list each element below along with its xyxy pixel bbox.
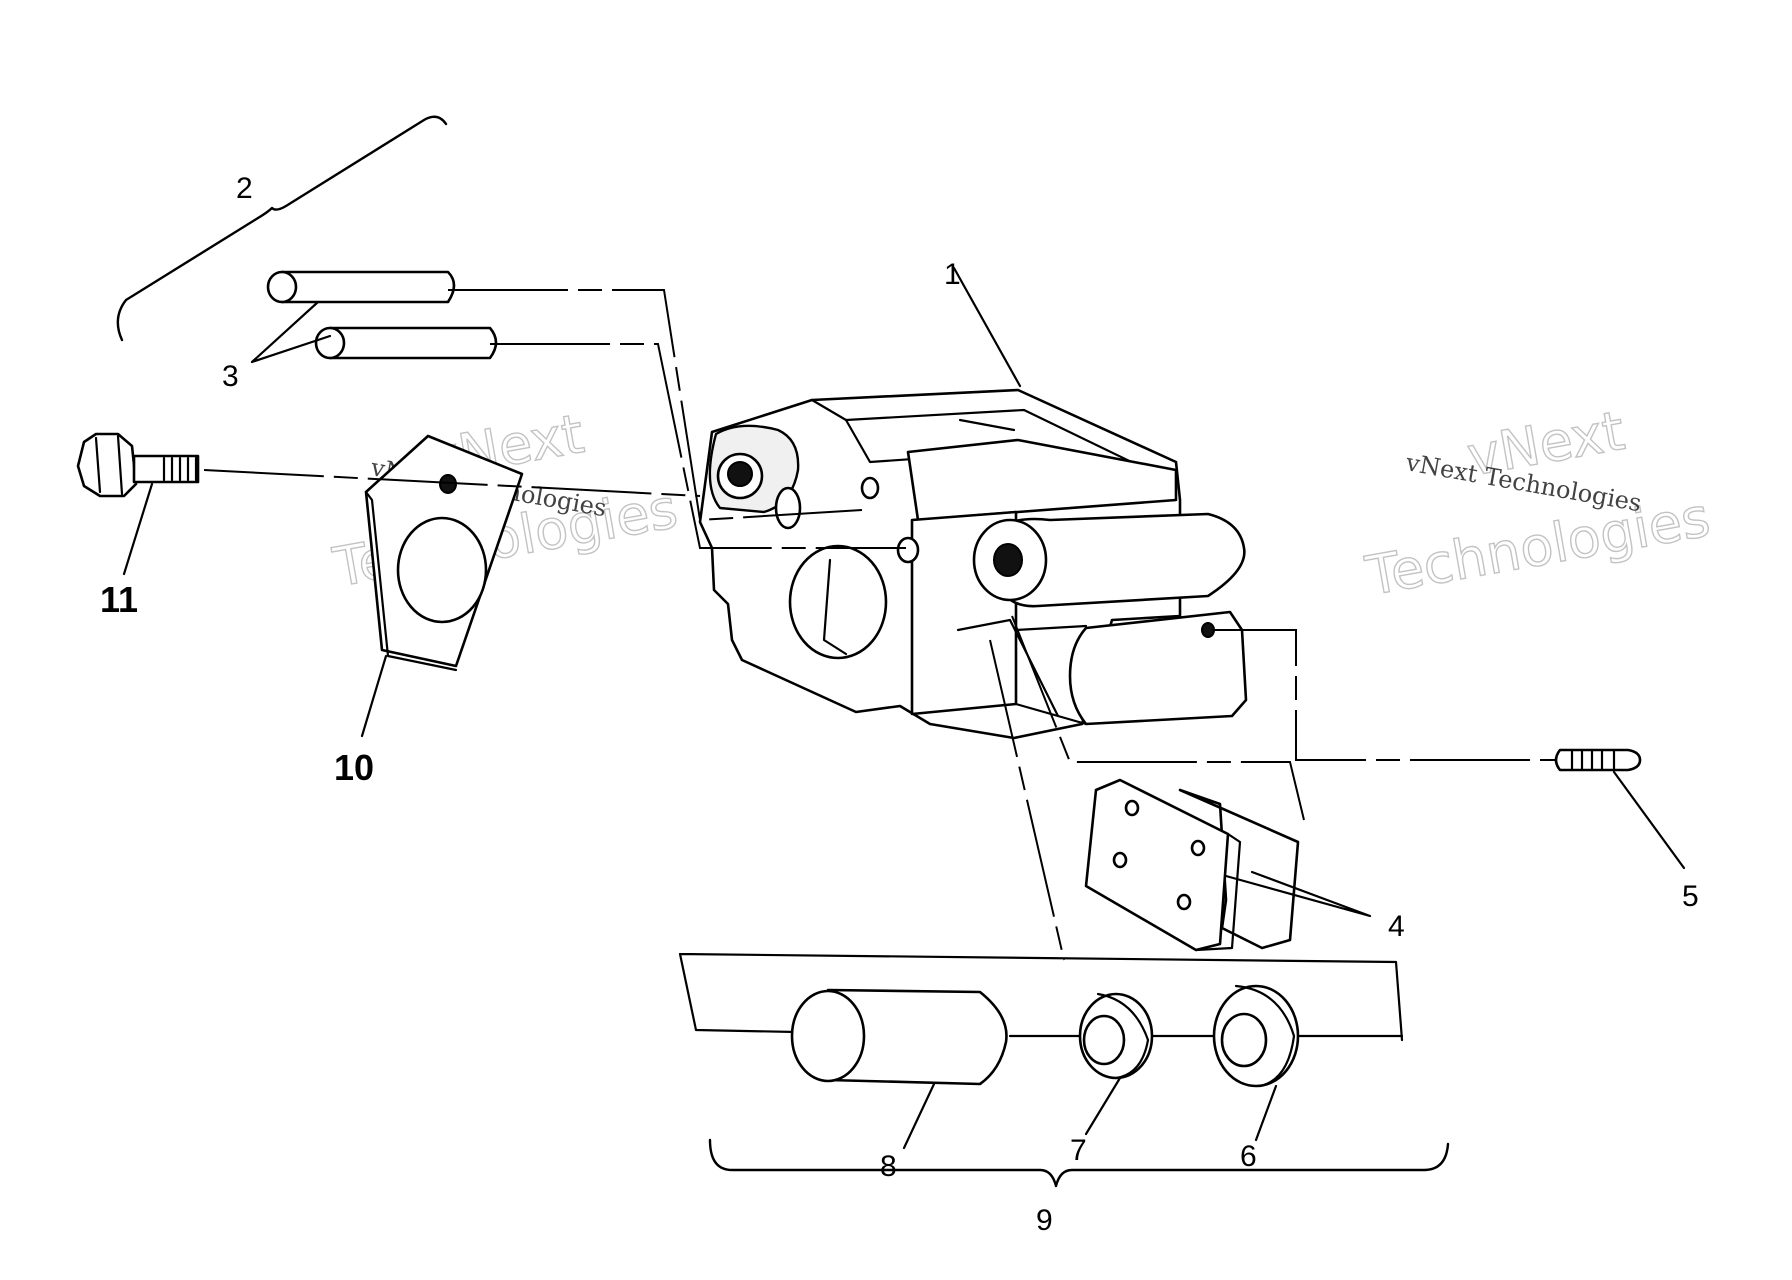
leader-7 xyxy=(1084,1076,1122,1136)
label-part-6: 6 xyxy=(1240,1140,1257,1173)
guide-pin-upper xyxy=(266,270,456,304)
caliper-body xyxy=(698,388,1248,740)
assembly-line-bolt xyxy=(203,469,701,497)
label-part-7: 7 xyxy=(1070,1134,1087,1167)
leader-8 xyxy=(902,1082,936,1150)
sub-assembly-frame xyxy=(678,952,1404,1042)
leader-6 xyxy=(1254,1084,1278,1142)
label-part-10: 10 xyxy=(334,747,374,788)
bleeder-screw xyxy=(1554,748,1642,772)
leader-11 xyxy=(122,482,154,576)
assembly-line-bleeder xyxy=(1212,629,1560,761)
seal-ring xyxy=(1078,992,1154,1080)
assembly-line-pin-upper xyxy=(448,289,863,522)
mounting-plate xyxy=(364,434,524,672)
assembly-line-pads xyxy=(1011,615,1305,821)
brace-part-9 xyxy=(708,1138,1450,1188)
assembly-line-piston xyxy=(989,639,1065,961)
label-part-11: 11 xyxy=(100,579,138,620)
leader-4 xyxy=(1224,870,1372,918)
leader-10 xyxy=(360,654,388,738)
label-part-5: 5 xyxy=(1682,880,1699,913)
brace-part-2 xyxy=(116,115,448,342)
piston xyxy=(790,988,1008,1086)
watermark-technologies-outline-right: Technologies xyxy=(1361,485,1715,607)
leader-3 xyxy=(250,300,332,364)
assembly-line-pin-lower xyxy=(490,343,906,549)
label-part-2: 2 xyxy=(236,172,253,205)
label-part-4: 4 xyxy=(1388,910,1405,943)
leader-5 xyxy=(1612,770,1686,870)
caliper-bolt xyxy=(76,432,200,498)
label-part-9: 9 xyxy=(1036,1204,1053,1237)
label-part-8: 8 xyxy=(880,1150,897,1183)
leader-1 xyxy=(952,266,1022,388)
label-part-3: 3 xyxy=(222,360,239,393)
brake-pad-front xyxy=(1084,778,1242,952)
dust-boot xyxy=(1212,984,1300,1088)
label-part-1: 1 xyxy=(944,258,961,291)
guide-pin-lower xyxy=(314,326,498,360)
